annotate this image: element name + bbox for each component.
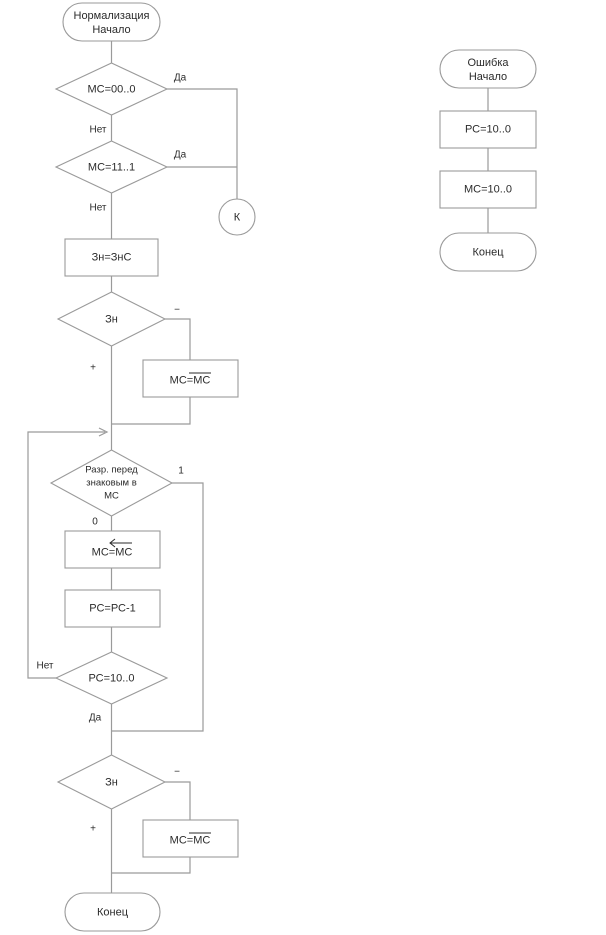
edge-label-mc-zeros-yes: Да — [174, 73, 187, 84]
edge-mc-invert-lower-merge — [111, 857, 191, 874]
edge-mc-zeros-yes — [167, 88, 238, 199]
decision-zn-lower-label: Зн — [105, 776, 118, 788]
process-shape — [64, 589, 161, 628]
process-mc-shift-text: МС=МС — [92, 546, 133, 558]
node-connector-k: К — [218, 198, 256, 236]
error-end-label: Конец — [472, 246, 504, 258]
edge-label-mc-ones-yes: Да — [174, 150, 187, 161]
mc-invert-lower-lhs: МС= — [170, 834, 194, 846]
decision-mc-ones-label: МС=11..1 — [88, 161, 135, 173]
mc-invert-lower-rhs: МС — [193, 834, 210, 846]
node-process-mc-invert-upper: МС=МС — [142, 359, 239, 398]
error-start-line1: Ошибка — [468, 57, 510, 69]
edge-label-zn-lower-minus: − — [174, 767, 180, 778]
node-process-pc-decrement: РС=РС-1 — [64, 589, 161, 628]
edge-label-zn-upper-minus: − — [174, 305, 180, 316]
node-process-mc-invert-lower: МС=МС — [142, 819, 239, 858]
process-pc-dec-label: РС=РС-1 — [89, 602, 136, 614]
edge-zn-upper-minus — [165, 318, 191, 360]
start-label-line1: Нормализация — [74, 10, 150, 22]
edge-label-pc-zeros-no: Нет — [36, 661, 53, 672]
node-decision-zn-lower: Зн — [56, 754, 167, 810]
decision-pc-zeros-label: РС=10..0 — [88, 672, 134, 684]
edge-loopback-rail — [27, 431, 105, 679]
error-process-mc-label: МС=10..0 — [464, 183, 512, 195]
process-shape — [64, 530, 161, 569]
edge-label-pc-zeros-yes: Да — [89, 713, 102, 724]
process-shape — [142, 359, 239, 398]
node-decision-zn-upper: Зн — [56, 291, 167, 347]
error-process-pc-label: РС=10..0 — [465, 123, 511, 135]
edge-label-zn-lower-plus: + — [90, 824, 96, 835]
mc-shift-rhs: МС — [115, 546, 132, 558]
connector-circle-shape — [218, 198, 256, 236]
node-error-end: Конец — [439, 232, 537, 272]
edge-label-mc-zeros-no: Нет — [89, 125, 106, 136]
node-start-normalization: Нормализация Начало — [62, 2, 161, 42]
decision-mc-zeros-label: МС=00..0 — [88, 83, 136, 95]
process-mc-invert-lower-text: МС=МС — [170, 834, 211, 846]
mc-invert-upper-lhs: МС= — [170, 374, 194, 386]
error-start-line2: Начало — [469, 71, 507, 83]
end-main-label: Конец — [97, 906, 129, 918]
decision-razr-line3: МС — [104, 491, 119, 502]
node-decision-razr: Разр. перед знаковым в МС — [49, 449, 174, 517]
node-error-process-mc: МС=10..0 — [439, 170, 537, 209]
process-shape — [64, 238, 159, 277]
mc-invert-upper-rhs: МС — [193, 374, 210, 386]
node-process-mc-shift: МС=МС — [64, 530, 161, 569]
shift-left-arrow-icon — [109, 538, 132, 548]
node-end-main: Конец — [64, 892, 161, 932]
arrowhead-loopback — [98, 427, 109, 437]
process-zn-label: Зн=ЗнС — [92, 251, 132, 263]
node-decision-mc-ones: МС=11..1 — [54, 140, 169, 194]
decision-razr-line2: знаковым в — [86, 478, 137, 489]
process-shape — [439, 170, 537, 209]
edge-label-zn-upper-plus: + — [90, 363, 96, 374]
node-error-start: Ошибка Начало — [439, 49, 537, 89]
edge-label-razr-one: 1 — [178, 466, 184, 477]
process-shape — [439, 110, 537, 149]
decision-zn-upper-label: Зн — [105, 313, 118, 325]
edge-label-mc-ones-no: Нет — [89, 203, 106, 214]
terminal-shape — [64, 892, 161, 932]
edge-mc-invert-upper-merge — [111, 397, 191, 425]
process-shape — [142, 819, 239, 858]
terminal-shape — [439, 232, 537, 272]
node-process-zn-assign: Зн=ЗнС — [64, 238, 159, 277]
edge-razr-one-bypass — [111, 482, 204, 732]
node-error-process-pc: РС=10..0 — [439, 110, 537, 149]
connector-k-label: К — [234, 211, 241, 223]
node-decision-mc-zeros: МС=00..0 — [54, 62, 169, 116]
mc-shift-lhs: МС= — [92, 546, 116, 558]
edge-zn-lower-minus — [165, 781, 191, 820]
start-label-line2: Начало — [92, 24, 130, 36]
node-decision-pc-zeros: РС=10..0 — [54, 651, 169, 705]
process-mc-invert-upper-text: МС=МС — [170, 374, 211, 386]
decision-razr-line1: Разр. перед — [85, 465, 138, 476]
edge-label-razr-zero: 0 — [92, 517, 98, 528]
